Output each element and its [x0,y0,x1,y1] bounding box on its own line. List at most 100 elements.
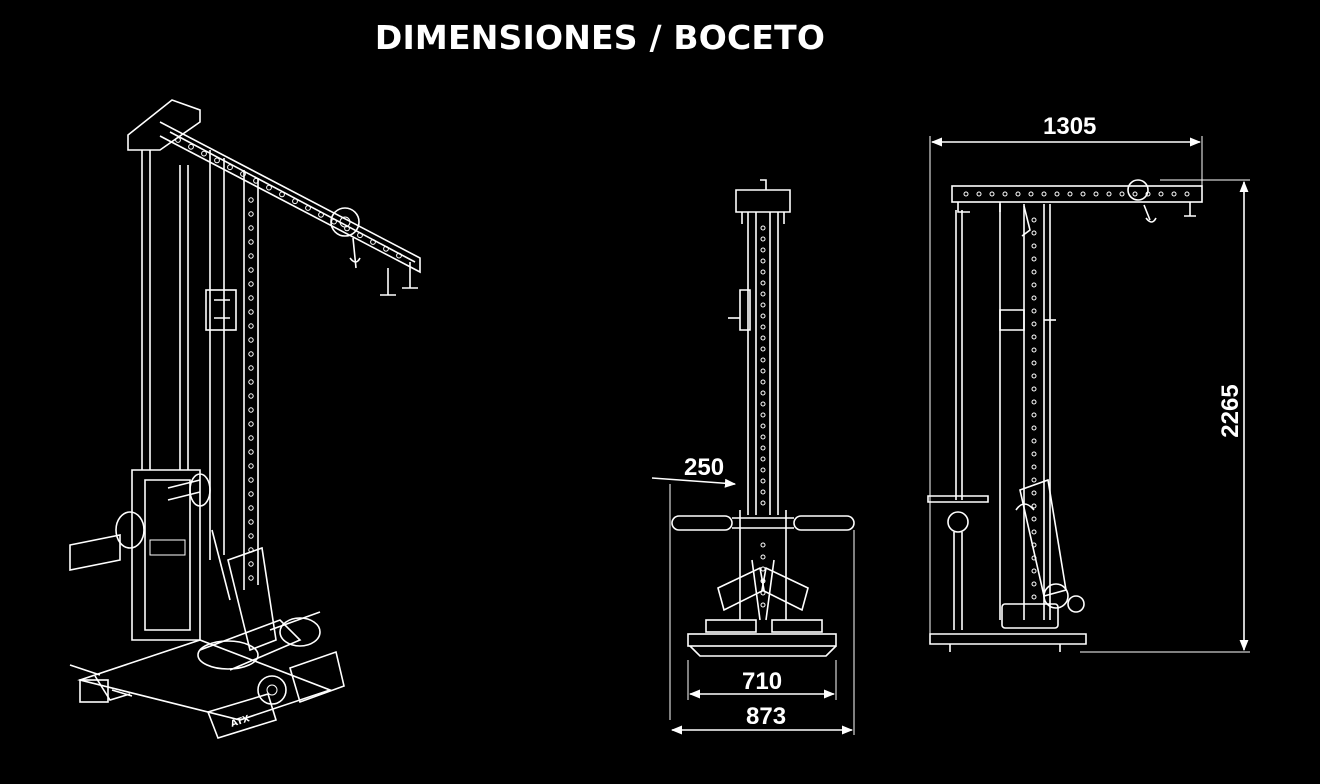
frame-hole [248,211,254,217]
frame-hole [1031,217,1037,223]
frame-hole [1031,412,1037,418]
frame-hole [760,467,766,473]
frame-hole [248,365,254,371]
frame-hole [1002,191,1008,197]
frame-hole [760,489,766,495]
frame-hole [227,164,233,171]
frame-hole [760,313,766,319]
frame-hole [989,191,995,197]
dimension-base-inner-label: 710 [742,668,782,695]
frame-hole [1031,568,1037,574]
frame-hole [1132,191,1138,197]
frame-hole [248,295,254,301]
frame-hole [1031,386,1037,392]
frame-hole [760,500,766,506]
dimension-base-outer-label: 873 [746,703,786,730]
frame-hole [1080,191,1086,197]
frame-hole [279,191,285,198]
frame-hole [357,232,363,239]
frame-hole [248,491,254,497]
front-view: 250 710 873 [651,179,855,735]
dimension-width-label: 1305 [1043,113,1096,140]
frame-hole [760,478,766,484]
frame-hole [1184,191,1190,197]
frame-hole [1031,451,1037,457]
frame-hole [201,150,207,157]
frame-hole [248,379,254,385]
frame-hole [1031,373,1037,379]
frame-hole [248,393,254,399]
frame-hole [1171,191,1177,197]
frame-hole [248,435,254,441]
frame-hole [1031,477,1037,483]
frame-hole [1031,425,1037,431]
frame-hole [175,137,181,143]
logo-mark: ATX [230,714,252,730]
frame-hole [1031,490,1037,496]
frame-hole [240,171,246,177]
frame-hole [1031,308,1037,314]
frame-hole [1119,191,1125,197]
frame-hole [1031,282,1037,288]
dimension-offset-label: 250 [684,454,724,481]
frame-hole [248,477,254,483]
frame-hole [248,421,254,427]
frame-hole [292,198,298,205]
frame-hole [1041,191,1047,197]
frame-hole [760,423,766,429]
frame-hole [248,239,254,245]
frame-hole [760,280,766,286]
frame-hole [1015,191,1021,197]
frame-hole [1031,594,1037,600]
frame-hole [760,324,766,330]
frame-hole [1031,503,1037,509]
frame-hole [248,351,254,357]
frame-hole [760,390,766,396]
frame-hole [248,337,254,343]
frame-hole [760,445,766,451]
side-view: 1305 2265 [927,113,1250,653]
frame-hole [1106,191,1112,197]
frame-hole [214,157,220,164]
frame-hole [1031,256,1037,262]
frame-hole [760,269,766,275]
frame-hole [248,505,254,511]
frame-hole [760,456,766,462]
frame-hole [248,197,254,203]
frame-hole [248,225,254,231]
frame-hole [1031,529,1037,535]
dimension-height-label: 2265 [1217,384,1244,437]
frame-hole [760,291,766,297]
frame-hole [248,533,254,539]
frame-hole [248,407,254,413]
frame-hole [248,575,254,581]
frame-hole [248,323,254,329]
frame-hole [1031,516,1037,522]
frame-hole [1054,191,1060,197]
frame-hole [248,449,254,455]
frame-hole [1031,321,1037,327]
frame-hole [1158,191,1164,197]
frame-hole [1031,464,1037,470]
frame-hole [760,434,766,440]
frame-hole [760,401,766,407]
frame-hole [760,554,766,560]
frame-hole [760,247,766,253]
page-title: DIMENSIONES / BOCETO [374,18,826,57]
frame-hole [760,258,766,264]
frame-hole [383,245,389,252]
frame-hole [760,379,766,385]
frame-hole [760,412,766,418]
frame-hole [1031,347,1037,353]
frame-hole [1031,581,1037,587]
frame-hole [976,191,982,197]
frame-hole [760,225,766,231]
frame-hole [760,368,766,374]
frame-hole [1031,269,1037,275]
frame-hole [248,463,254,469]
frame-hole [760,357,766,363]
frame-hole [344,225,350,232]
frame-hole [963,191,969,197]
frame-hole [1028,191,1034,197]
